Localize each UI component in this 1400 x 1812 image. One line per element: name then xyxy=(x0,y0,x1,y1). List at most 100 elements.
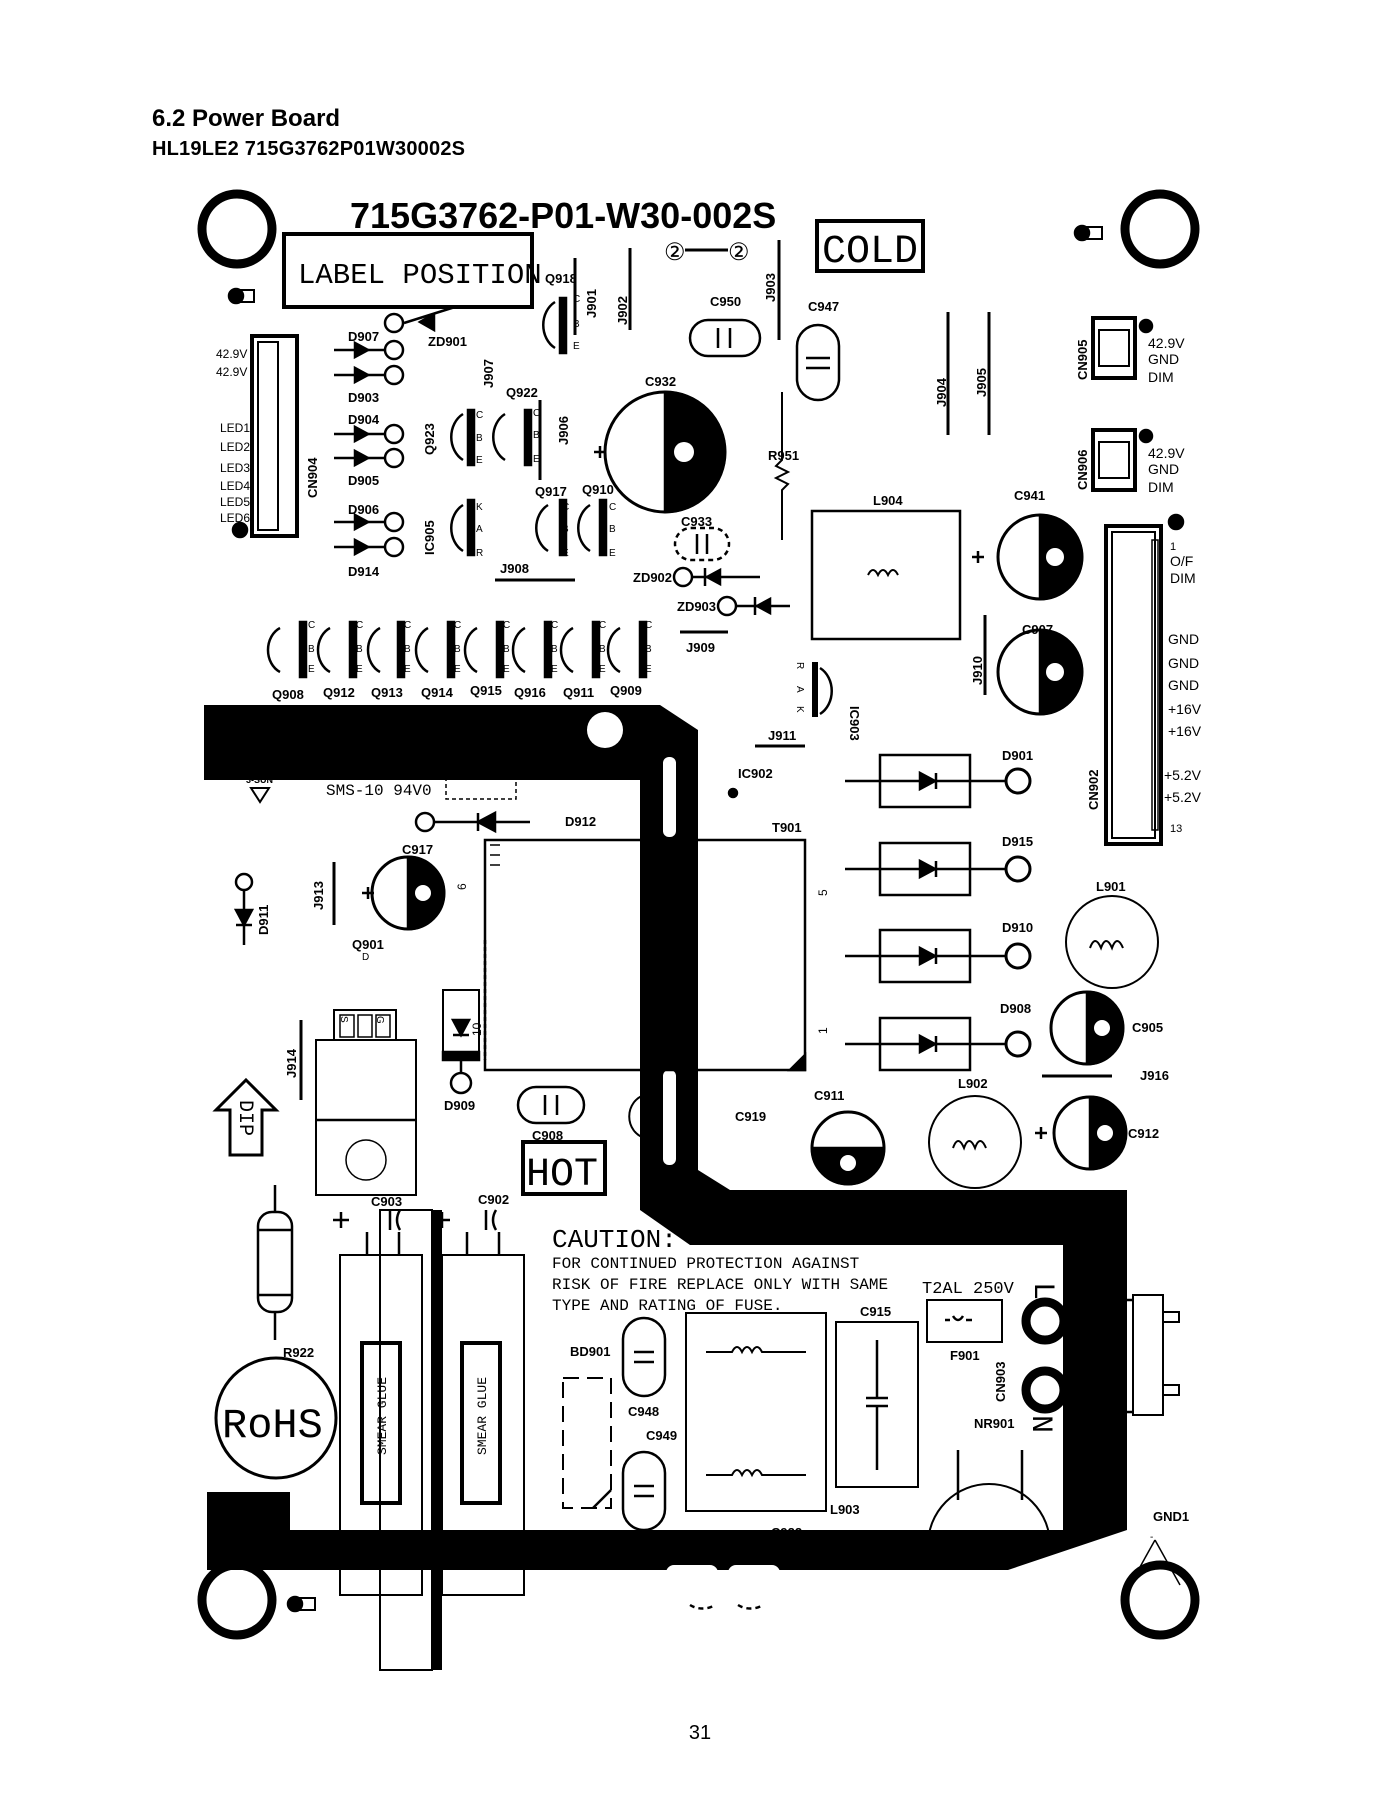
maker-mark: 3-SUN xyxy=(246,775,273,785)
cn904-pin: LED6 xyxy=(220,511,250,525)
ref-cn903: CN903 xyxy=(993,1362,1008,1402)
ref-q913: Q913 xyxy=(371,685,403,700)
cold-label: COLD xyxy=(822,230,918,275)
ref-q908: Q908 xyxy=(272,687,304,702)
pin-letter: C xyxy=(503,620,510,631)
cn902-connector xyxy=(1104,524,1163,846)
ref-q911: Q911 xyxy=(563,685,594,700)
diode-d901 xyxy=(845,753,1032,809)
pin-letter: A xyxy=(794,686,805,693)
capacitor-c905 xyxy=(1049,990,1125,1066)
transistor-row xyxy=(266,620,648,679)
ref-cn906: CN906 xyxy=(1075,450,1090,490)
ref-d904: D904 xyxy=(348,412,380,427)
transistor-q910 xyxy=(577,498,608,557)
pin-letter: C xyxy=(599,620,606,631)
caution-line: RISK OF FIRE REPLACE ONLY WITH SAME xyxy=(552,1276,888,1294)
diode-cluster-d903-d914 xyxy=(334,305,456,558)
ref-j911: J911 xyxy=(768,728,796,743)
board-part-number: 715G3762-P01-W30-002S xyxy=(350,195,776,236)
neutral-mark: N xyxy=(1023,1415,1057,1433)
ref-c903: C903 xyxy=(371,1194,402,1209)
t901-pin: 10 xyxy=(470,1022,484,1036)
ref-l904: L904 xyxy=(873,493,903,508)
diode-d912 xyxy=(414,810,530,834)
ref-l903: L903 xyxy=(830,1502,860,1517)
ref-c948: C948 xyxy=(628,1404,659,1419)
pin-letter: S xyxy=(338,1016,349,1023)
t901-pin: 1 xyxy=(816,1027,830,1034)
board-marking: SMS-10 94V0 xyxy=(326,782,432,800)
ref-j916: J916 xyxy=(1140,1068,1169,1083)
pin-letter: B xyxy=(599,644,606,655)
ref-c905: C905 xyxy=(1132,1020,1163,1035)
capacitor-c912 xyxy=(1035,1095,1128,1171)
capacitor-c903 xyxy=(333,1209,423,1596)
capacitor-c932 xyxy=(594,390,727,514)
pin-letter: C xyxy=(562,502,569,513)
resistor-r922 xyxy=(256,1185,294,1340)
hot-label: HOT xyxy=(526,1153,598,1198)
pin-letter: - xyxy=(1150,1532,1153,1543)
ref-j902: J902 xyxy=(615,296,630,325)
transistor-q923 xyxy=(450,408,476,467)
cn904-connector xyxy=(250,334,299,538)
ref-j906: J906 xyxy=(556,416,571,445)
ref-q914: Q914 xyxy=(421,685,454,700)
ref-d901: D901 xyxy=(1002,748,1033,763)
pin-letter: C xyxy=(454,620,461,631)
ref-j903: J903 xyxy=(763,273,778,302)
ref-ic902: IC902 xyxy=(738,766,773,781)
caution-line: TYPE AND RATING OF FUSE. xyxy=(552,1297,782,1315)
ref-d912: D912 xyxy=(565,814,596,829)
circled-2-right: ② xyxy=(728,241,750,268)
ref-q918: Q918 xyxy=(545,271,577,286)
ref-d909: D909 xyxy=(444,1098,475,1113)
ref-r922: R922 xyxy=(283,1345,314,1360)
ref-cn904: CN904 xyxy=(305,457,320,498)
pin-letter: C xyxy=(476,410,483,421)
cold-box xyxy=(815,219,925,273)
ground-gnd1 xyxy=(1129,1539,1181,1586)
cn904-pin: LED3 xyxy=(220,461,250,475)
cn904-pin: 42.9V xyxy=(216,347,247,361)
cn905-pin: GND xyxy=(1148,351,1179,367)
ref-zd903: ZD903 xyxy=(677,599,716,614)
smear-glue-label: SMEAR GLUE xyxy=(475,1377,490,1455)
cn902-pin: +16V xyxy=(1168,701,1202,717)
ref-ic905: IC905 xyxy=(422,520,437,555)
pin-letter: C xyxy=(308,620,315,631)
pin-letter: C xyxy=(573,294,580,305)
pin-letter: E xyxy=(562,548,569,559)
capacitor-c919 xyxy=(628,1094,646,1139)
dip-label: DIP xyxy=(233,1100,256,1136)
inductor-l901 xyxy=(1065,895,1159,989)
model-line: HL19LE2 715G3762P01W30002S xyxy=(152,138,466,160)
cn904-pin: LED5 xyxy=(220,495,250,509)
ref-d908: D908 xyxy=(1000,1001,1031,1016)
capacitor-c933 xyxy=(673,526,731,562)
fuse-f901 xyxy=(926,1299,1003,1343)
cn903-ac-input xyxy=(1021,1294,1180,1416)
pin-letter: E xyxy=(356,664,363,675)
diode-d915 xyxy=(845,841,1032,897)
ref-l901: L901 xyxy=(1096,879,1126,894)
ref-gnd1: GND1 xyxy=(1153,1509,1189,1524)
zener-zd903 xyxy=(716,595,790,617)
circled-2-left: ② xyxy=(664,241,686,268)
ref-zd901: ZD901 xyxy=(428,334,467,349)
pin-letter: B xyxy=(308,644,315,655)
cn905-pin: DIM xyxy=(1148,369,1174,385)
cn904-pin: LED1 xyxy=(220,421,250,435)
ref-c908: C908 xyxy=(532,1128,563,1143)
t901-pin: 5 xyxy=(816,889,830,896)
cn904-pin: LED4 xyxy=(220,479,250,493)
cn902-pin: GND xyxy=(1168,631,1199,647)
smear-glue-label: SMEAR GLUE xyxy=(375,1377,390,1455)
ref-j910: J910 xyxy=(970,656,985,685)
ref-q917: Q917 xyxy=(535,484,567,499)
pin-letter: E xyxy=(454,664,461,675)
cn905-connector xyxy=(1091,316,1137,380)
ref-d903: D903 xyxy=(348,390,379,405)
capacitor-c922 xyxy=(737,1540,764,1547)
